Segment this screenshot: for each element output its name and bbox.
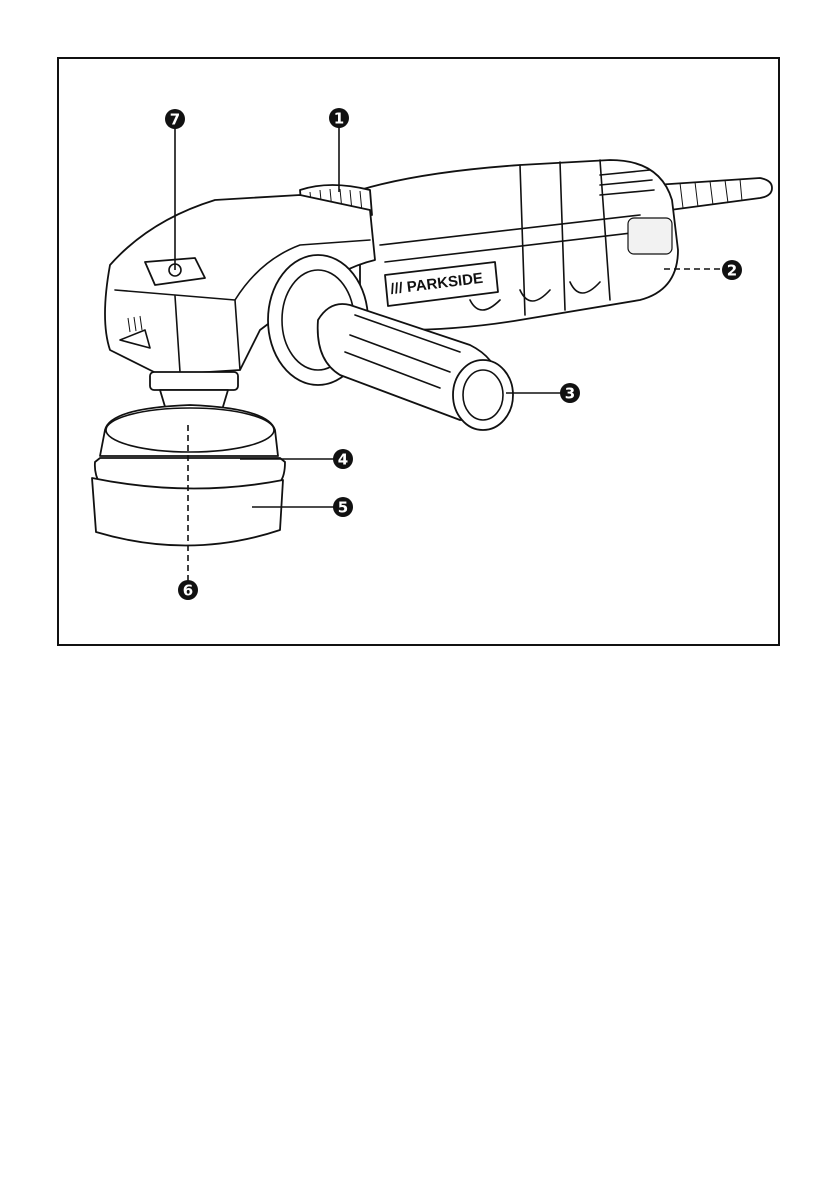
svg-text:6: 6 (183, 582, 193, 600)
callout-2: 2 (722, 260, 742, 280)
polishing-sponge (92, 458, 285, 546)
callout-5: 5 (333, 497, 353, 517)
backing-pad (100, 405, 278, 456)
svg-text:4: 4 (338, 451, 348, 469)
callout-3: 3 (560, 383, 580, 403)
svg-text:1: 1 (334, 110, 344, 128)
motor-housing (360, 160, 678, 330)
callout-1: 1 (329, 108, 349, 128)
callout-7: 7 (165, 109, 185, 129)
svg-text:7: 7 (170, 111, 180, 129)
callout-4: 4 (333, 449, 353, 469)
svg-text:2: 2 (727, 262, 737, 280)
svg-text:3: 3 (565, 385, 575, 403)
callout-6: 6 (178, 580, 198, 600)
svg-text:5: 5 (338, 499, 348, 517)
